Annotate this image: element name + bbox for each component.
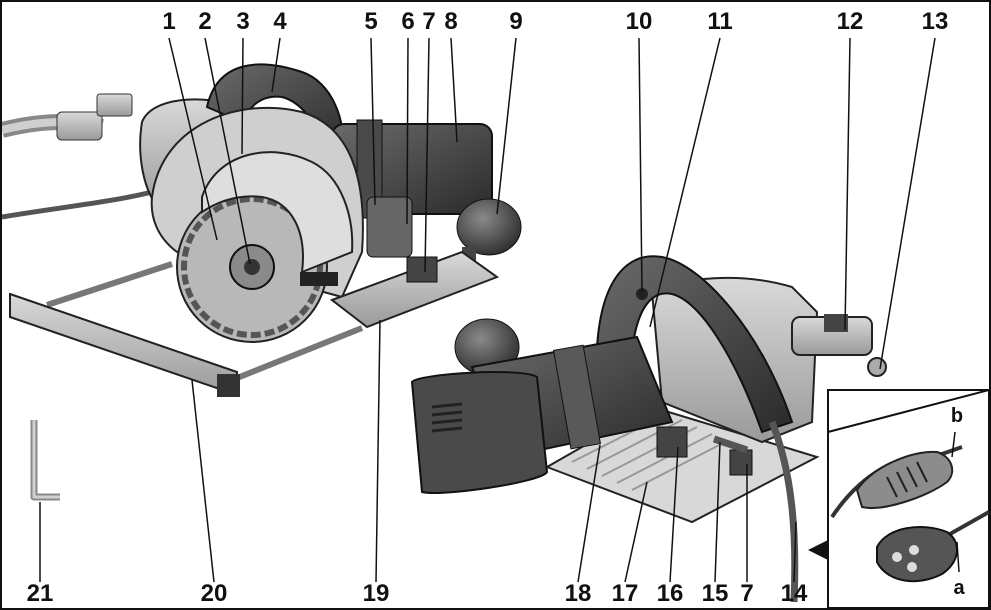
right-saw xyxy=(410,255,887,603)
plug-inset xyxy=(808,388,989,608)
callout-4: 4 xyxy=(273,8,287,35)
extraction-nozzle xyxy=(867,357,887,377)
guide-rod-front xyxy=(230,325,364,383)
callout-10: 10 xyxy=(625,8,653,35)
hex-key xyxy=(30,420,60,501)
depth-clamp xyxy=(656,426,688,458)
callout-7-bottom: 7 xyxy=(740,580,754,607)
callout-6: 6 xyxy=(401,8,415,35)
callout-5: 5 xyxy=(364,8,378,35)
callout-21: 21 xyxy=(26,580,54,607)
callout-11: 11 xyxy=(707,8,733,35)
callout-12: 12 xyxy=(836,8,864,35)
callout-18: 18 xyxy=(564,580,592,607)
callout-15: 15 xyxy=(701,580,729,607)
power-cable xyxy=(2,189,153,220)
guide-rod-back xyxy=(46,261,173,308)
inset-label-a: a xyxy=(953,577,965,599)
left-saw xyxy=(2,63,522,397)
callout-9: 9 xyxy=(509,8,523,35)
callout-13: 13 xyxy=(921,8,949,35)
callout-14: 14 xyxy=(780,580,808,607)
callout-7: 7 xyxy=(422,8,436,35)
depth-lever xyxy=(366,196,413,258)
callout-8: 8 xyxy=(444,8,458,35)
callout-19: 19 xyxy=(362,580,390,607)
inset-label-b: b xyxy=(950,405,964,427)
plug xyxy=(876,526,958,583)
coupling-socket xyxy=(855,450,954,509)
motor-end-cap xyxy=(410,371,549,494)
callout-1: 1 xyxy=(162,8,176,35)
callout-16: 16 xyxy=(656,580,684,607)
callout-20: 20 xyxy=(200,580,228,607)
callout-2: 2 xyxy=(198,8,212,35)
callout-17: 17 xyxy=(611,580,639,607)
hose-connector xyxy=(56,111,103,141)
leader-lines xyxy=(39,37,960,583)
auxiliary-handle-knob xyxy=(456,198,522,256)
callout-3: 3 xyxy=(236,8,250,35)
